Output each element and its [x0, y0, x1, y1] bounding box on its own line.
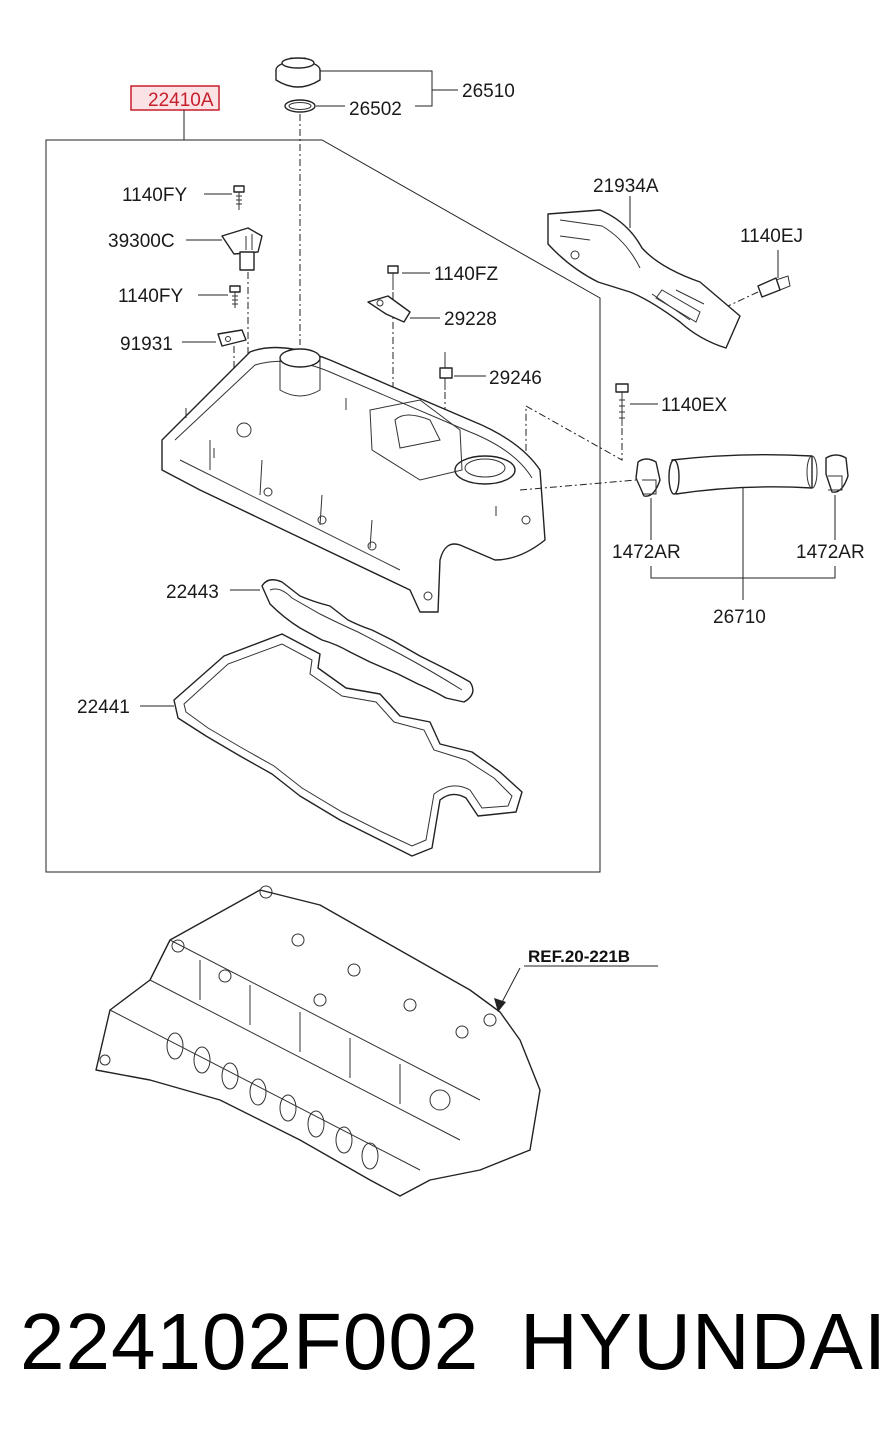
label-clamp-left: 1472AR [612, 542, 681, 563]
label-bracket: 91931 [120, 334, 173, 355]
oil-filler-cap[interactable] [275, 57, 321, 88]
breather-hose[interactable] [668, 453, 818, 495]
cylinder-head[interactable] [95, 885, 541, 1197]
label-sensor: 39300C [108, 231, 175, 252]
label-hose: 26710 [713, 607, 766, 628]
bolt-mid[interactable] [229, 285, 241, 308]
label-shield-bolt: 1140EJ [740, 226, 803, 247]
clamp-left[interactable] [635, 458, 661, 497]
label-cap: 26510 [462, 81, 515, 102]
label-gasket-cover: 22441 [77, 697, 130, 718]
cap-seal-ring[interactable] [284, 99, 316, 113]
label-stud: 29246 [489, 368, 542, 389]
footer: 224102F002 HYUNDAI [0, 1292, 886, 1392]
label-bolt-fz: 1140FZ [434, 264, 498, 285]
gasket-spark[interactable] [261, 579, 474, 703]
label-bolt-mid: 1140FY [118, 286, 183, 307]
pcv-stud[interactable] [439, 352, 453, 390]
label-bolt-ex: 1140EX [661, 395, 728, 416]
clamp-right[interactable] [825, 454, 849, 493]
label-heat-shield: 21934A [593, 176, 659, 197]
bolt-ex[interactable] [615, 383, 629, 426]
assembly-frame [45, 139, 601, 873]
label-clamp-right: 1472AR [796, 542, 865, 563]
bolt-top[interactable] [233, 185, 245, 210]
gasket-cover[interactable] [173, 633, 523, 857]
part-number: 224102F002 [20, 1297, 480, 1386]
label-cap-seal: 26502 [349, 99, 402, 120]
assembly-label: 22410A [148, 90, 214, 111]
brand-name: HYUNDAI [520, 1297, 886, 1386]
label-gasket-small: 29228 [444, 309, 497, 330]
reference-label: REF.20-221B [528, 947, 630, 966]
label-gasket-spark: 22443 [166, 582, 219, 603]
gasket-small[interactable] [367, 295, 411, 323]
bracket[interactable] [217, 329, 247, 347]
label-bolt-top: 1140FY [122, 185, 187, 206]
assembly-label-box [130, 85, 220, 111]
camshaft-sensor[interactable] [221, 227, 263, 271]
heat-shield[interactable] [547, 209, 741, 349]
bolt-fz[interactable] [387, 265, 399, 290]
shield-bolt[interactable] [757, 275, 791, 298]
assembly-label-group[interactable]: 22410A [130, 85, 220, 111]
cylinder-head-cover[interactable] [161, 346, 546, 613]
